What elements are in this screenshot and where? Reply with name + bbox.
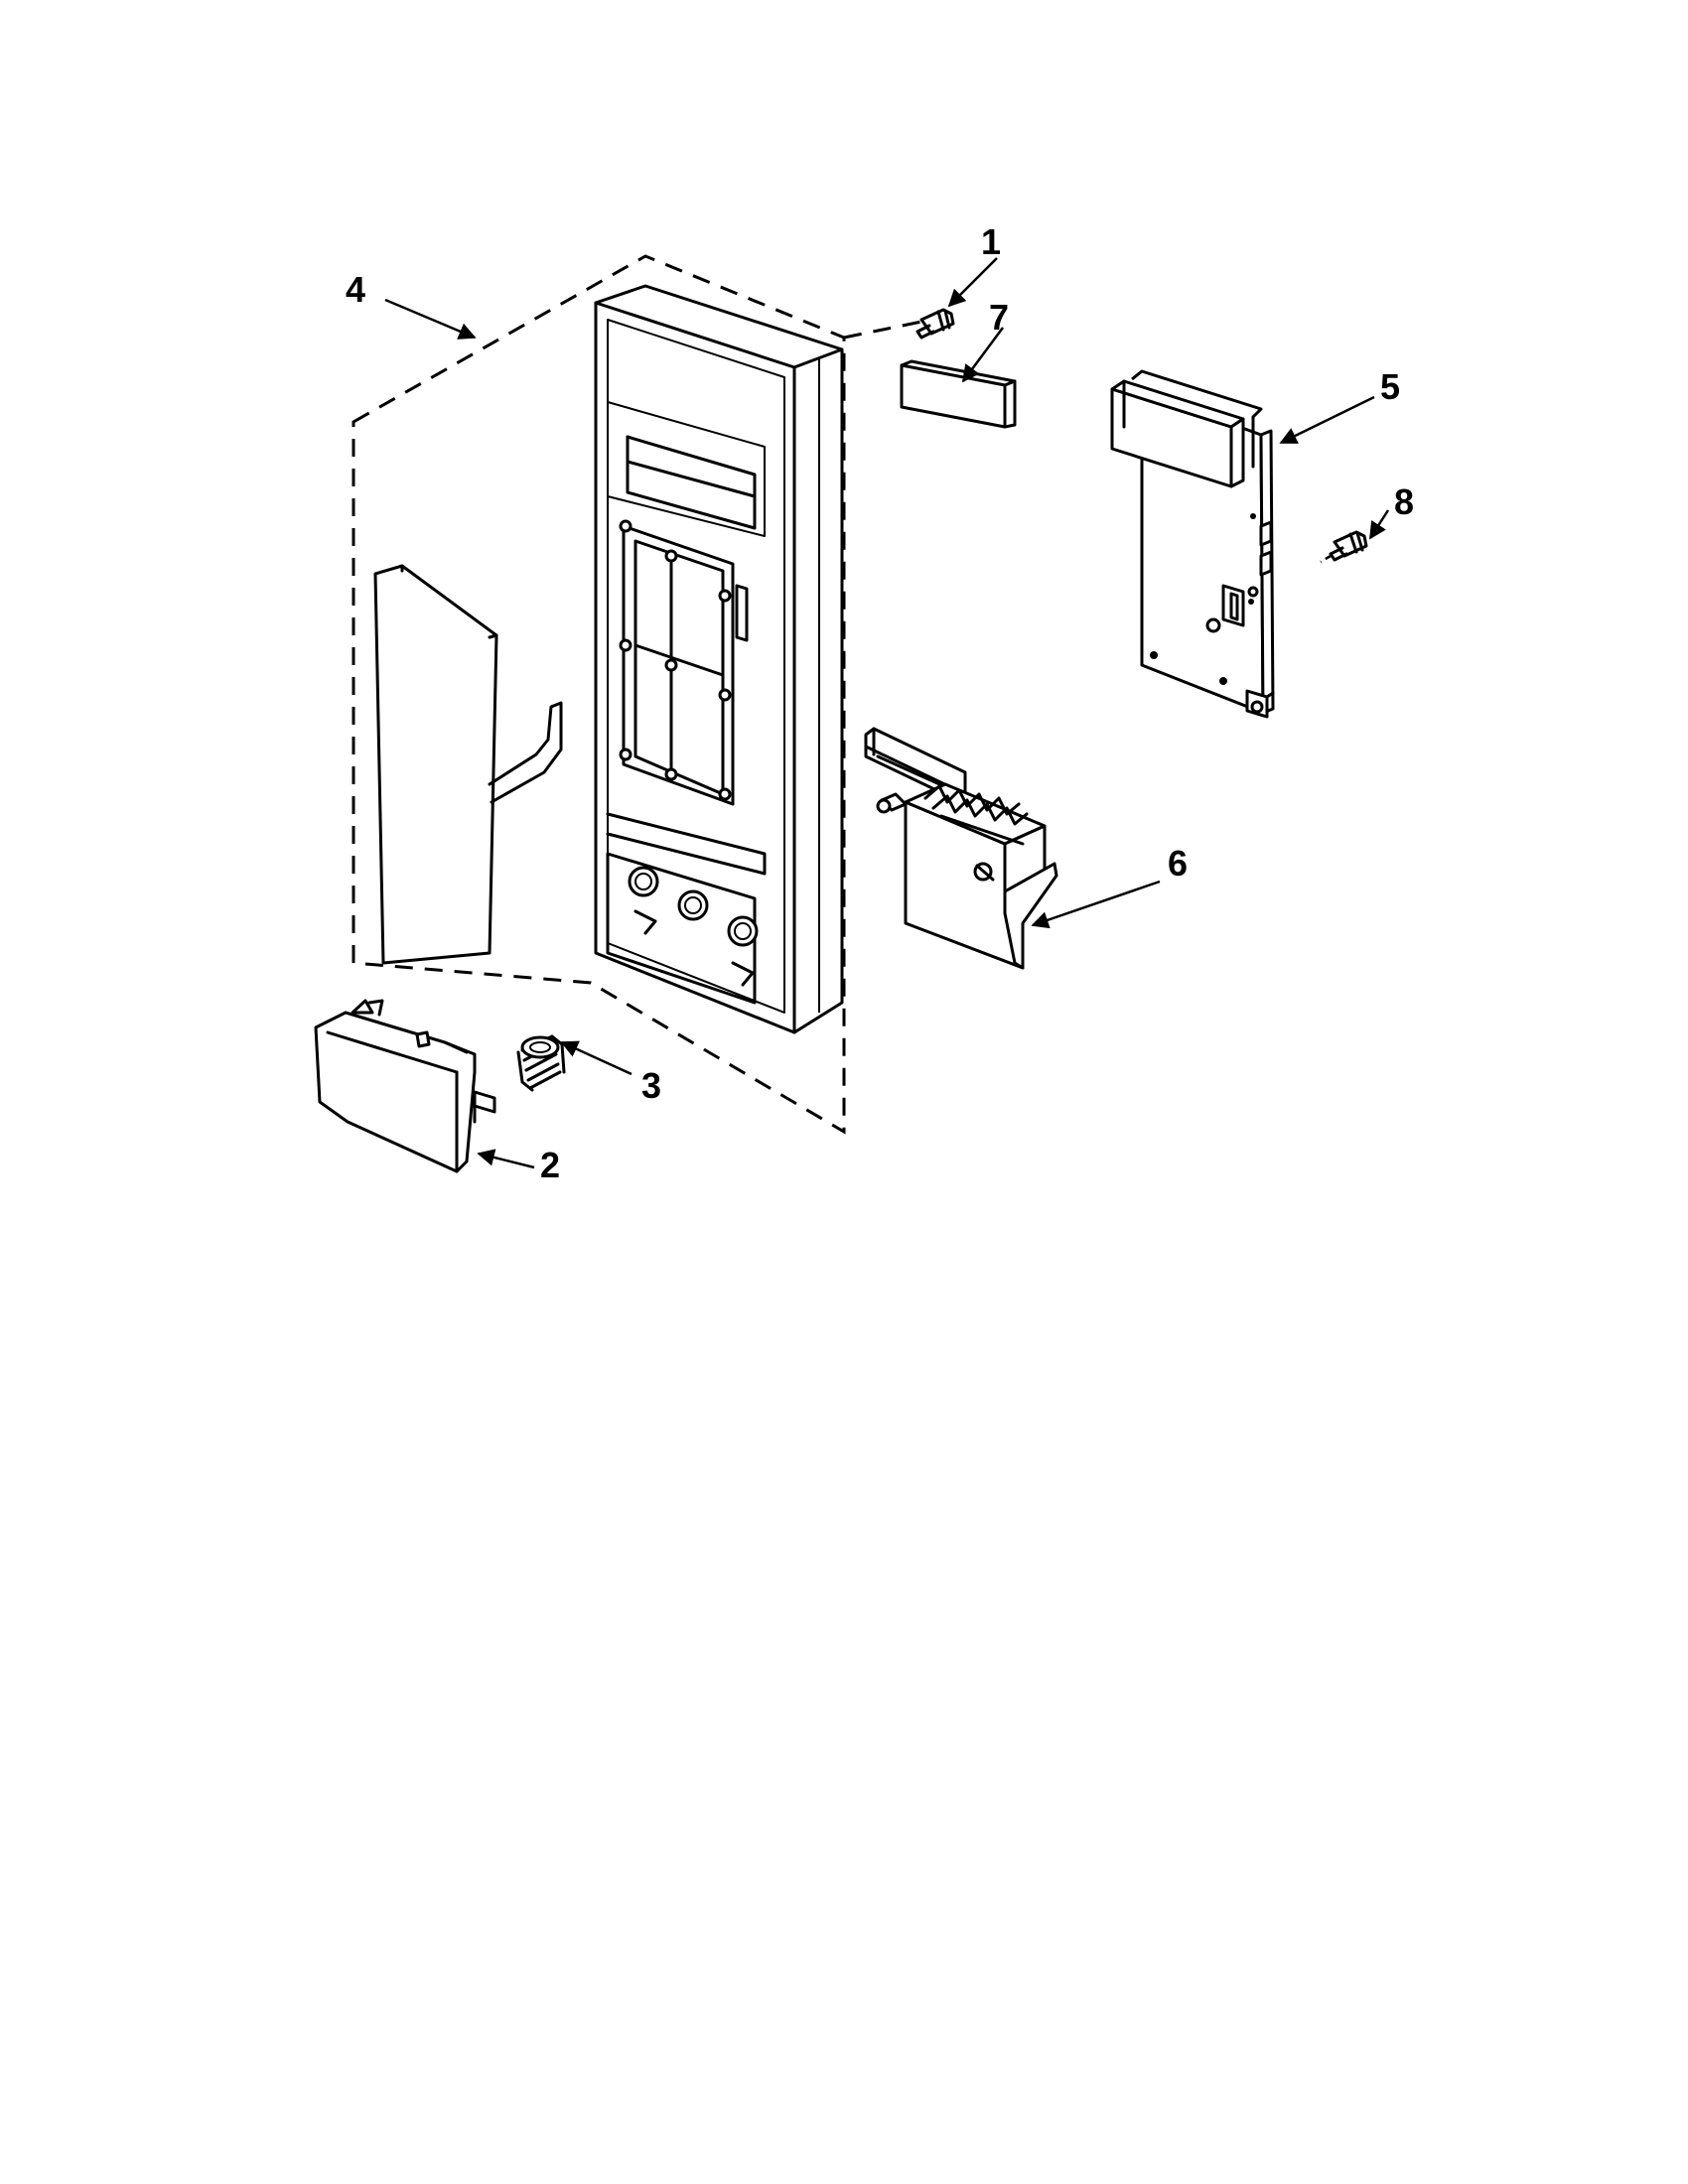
leader-7 bbox=[961, 327, 1005, 383]
callout-3: 3 bbox=[641, 1065, 661, 1106]
leader-lines bbox=[384, 257, 1390, 1169]
membrane-keypad bbox=[373, 564, 563, 965]
pad-7 bbox=[900, 359, 1017, 429]
assembly-boundary-extension bbox=[843, 316, 942, 340]
callout-6: 6 bbox=[1168, 843, 1188, 884]
callout-4: 4 bbox=[346, 269, 365, 310]
door-release-button bbox=[314, 999, 496, 1173]
screw-8 bbox=[1320, 530, 1368, 564]
screw-1 bbox=[915, 308, 955, 340]
assembly-boundary-dashed bbox=[352, 254, 846, 1135]
callout-2: 2 bbox=[540, 1145, 560, 1185]
circuit-board bbox=[1110, 369, 1275, 719]
callout-7: 7 bbox=[989, 297, 1009, 338]
leader-2 bbox=[477, 1149, 535, 1169]
leader-6 bbox=[1031, 880, 1161, 929]
spring bbox=[516, 1034, 566, 1092]
leader-8 bbox=[1368, 509, 1390, 540]
callout-8: 8 bbox=[1394, 481, 1414, 522]
callout-5: 5 bbox=[1380, 366, 1400, 407]
leader-5 bbox=[1279, 395, 1375, 445]
leader-4 bbox=[384, 298, 477, 340]
callout-1: 1 bbox=[981, 221, 1001, 262]
leader-3 bbox=[560, 1040, 633, 1076]
leader-1 bbox=[947, 257, 998, 308]
latch-switch-holder bbox=[864, 727, 1058, 970]
control-panel-housing bbox=[594, 284, 844, 1034]
